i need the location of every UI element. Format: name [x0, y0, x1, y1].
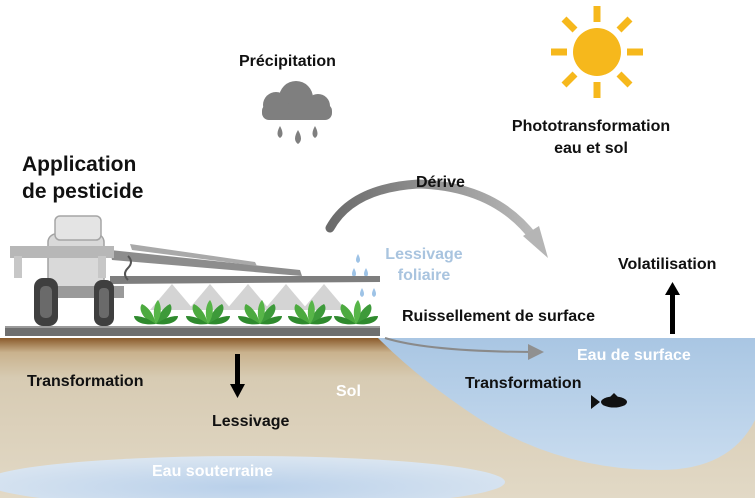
- label-transformation-water: Transformation: [465, 375, 582, 392]
- label-lessivage-foliaire-line1: Lessivage: [385, 246, 463, 263]
- drift-arrow: [325, 179, 548, 258]
- plant-icon: [134, 300, 378, 325]
- label-application: Application de pesticide: [22, 153, 143, 204]
- leaching-arrow: [230, 354, 245, 398]
- label-lessivage-foliaire-line2: foliaire: [397, 267, 451, 285]
- volatilisation-arrow: [665, 282, 680, 334]
- water-drop-icon: [352, 254, 376, 297]
- surface-water-area: [378, 338, 755, 470]
- groundwater-area: [0, 456, 505, 498]
- sun-icon: [551, 6, 643, 98]
- rain-cloud-icon: [262, 81, 332, 144]
- label-derive: Dérive: [416, 174, 465, 191]
- label-lessivage-foliaire: Lessivage foliaire: [382, 246, 466, 286]
- label-application-line1: Application: [22, 153, 137, 176]
- label-volatilisation: Volatilisation: [618, 256, 717, 273]
- label-sol: Sol: [336, 383, 361, 400]
- runoff-arrow: [384, 337, 544, 360]
- label-eau-souterraine: Eau souterraine: [152, 463, 273, 480]
- label-application-line2: de pesticide: [22, 180, 144, 204]
- label-precipitation: Précipitation: [239, 53, 336, 70]
- label-transformation-soil: Transformation: [27, 373, 144, 390]
- fish-icon: [591, 393, 627, 409]
- label-phototransformation: Phototransformation eau et sol: [500, 118, 682, 159]
- ground-surface: [5, 326, 380, 336]
- tractor-sprayer-icon: [10, 215, 380, 326]
- label-lessivage: Lessivage: [212, 413, 290, 430]
- label-photo-line2: eau et sol: [554, 140, 628, 158]
- label-eau-de-surface: Eau de surface: [577, 347, 691, 364]
- label-photo-line1: Phototransformation: [511, 118, 671, 135]
- label-ruissellement: Ruissellement de surface: [402, 308, 595, 325]
